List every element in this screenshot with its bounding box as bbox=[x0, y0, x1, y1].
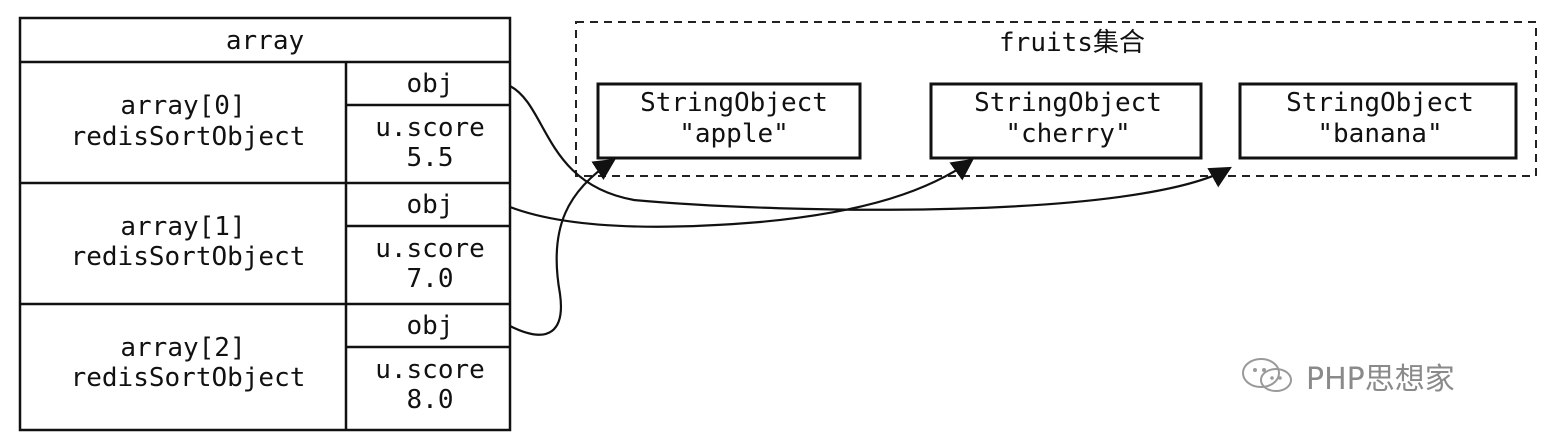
array-index-label: array[1] bbox=[120, 212, 245, 242]
score-value: 5.5 bbox=[407, 143, 454, 173]
string-object-type: StringObject bbox=[1286, 88, 1474, 118]
watermark: PHP思想家 bbox=[1240, 354, 1455, 398]
array-row-0: array[0] redisSortObject obj u.score 5.5 bbox=[71, 69, 485, 173]
string-object-type: StringObject bbox=[640, 88, 828, 118]
string-object-value: "banana" bbox=[1317, 119, 1442, 149]
array-type-label: redisSortObject bbox=[71, 363, 306, 393]
watermark-text: PHP思想家 bbox=[1306, 362, 1455, 397]
array-title: array bbox=[226, 26, 304, 56]
obj-pointer-label: obj bbox=[407, 69, 454, 99]
array-type-label: redisSortObject bbox=[71, 122, 306, 152]
fruits-set-container: fruits集合 StringObject "apple" StringObje… bbox=[575, 21, 1537, 177]
string-object-value: "apple" bbox=[679, 119, 789, 149]
array-index-label: array[2] bbox=[120, 333, 245, 363]
fruits-set-title: fruits集合 bbox=[999, 28, 1145, 58]
score-label: u.score bbox=[375, 113, 485, 143]
score-label: u.score bbox=[375, 355, 485, 385]
string-object-value: "cherry" bbox=[1005, 119, 1130, 149]
score-value: 8.0 bbox=[407, 385, 454, 415]
obj-arrow-row-0 bbox=[509, 85, 1232, 211]
obj-pointer-label: obj bbox=[407, 190, 454, 220]
score-label: u.score bbox=[375, 234, 485, 264]
obj-arrow-row-2 bbox=[509, 158, 616, 336]
score-value: 7.0 bbox=[407, 264, 454, 294]
string-object-banana: StringObject "banana" bbox=[1238, 82, 1518, 160]
fruits-set-boundary bbox=[575, 21, 1537, 177]
array-row-2: array[2] redisSortObject obj u.score 8.0 bbox=[71, 311, 485, 415]
wechat-icon bbox=[1242, 358, 1292, 392]
string-object-type: StringObject bbox=[974, 88, 1162, 118]
obj-arrow-row-1 bbox=[509, 158, 974, 228]
array-row-1: array[1] redisSortObject obj u.score 7.0 bbox=[71, 190, 485, 294]
array-table: array array[0] redisSortObject obj u.sco… bbox=[18, 16, 512, 432]
obj-pointer-label: obj bbox=[407, 311, 454, 341]
array-type-label: redisSortObject bbox=[71, 242, 306, 272]
string-object-apple: StringObject "apple" bbox=[596, 82, 862, 160]
array-index-label: array[0] bbox=[120, 91, 245, 121]
string-object-cherry: StringObject "cherry" bbox=[929, 82, 1203, 160]
